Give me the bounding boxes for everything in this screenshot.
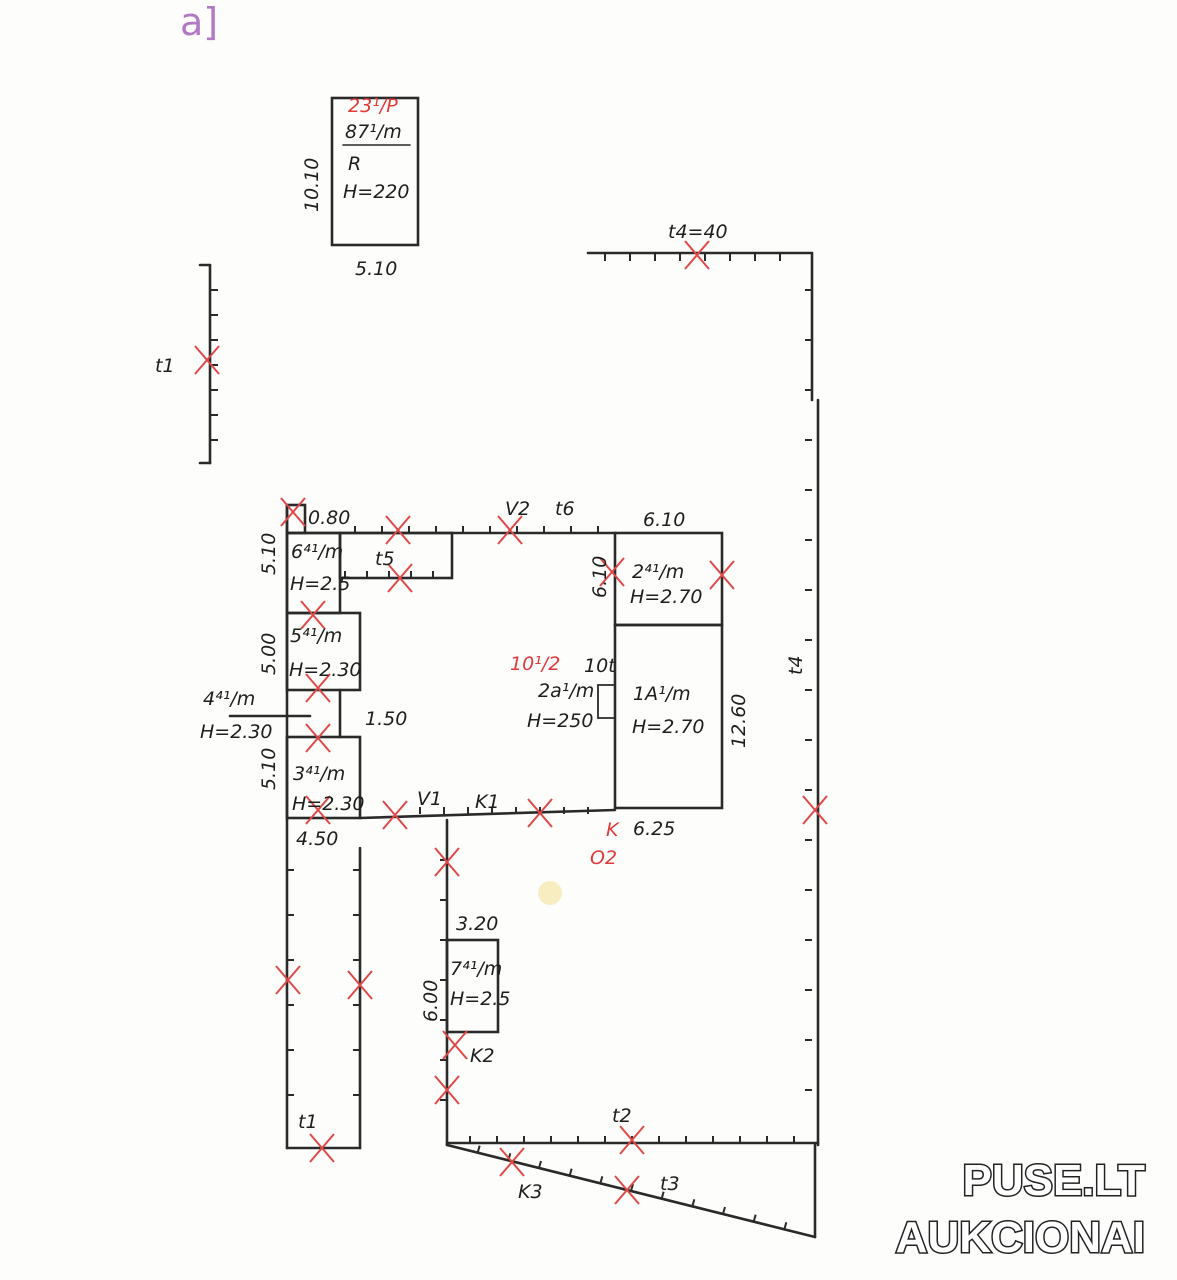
red-x-marker: [434, 1075, 460, 1105]
dim-5-00: 5.00: [258, 633, 280, 675]
fence-tick: [599, 1176, 604, 1184]
label-t1: t1: [155, 355, 175, 377]
dim-5-10-a: 5.10: [258, 533, 280, 575]
dim-6-00: 6.00: [420, 980, 442, 1022]
red-mark-o2: O2: [590, 847, 617, 869]
red-x-marker: [280, 497, 306, 527]
red-x-marker: [385, 515, 411, 545]
fence-tick: [568, 1168, 573, 1176]
room-5-unit: 5⁴¹/m: [290, 625, 342, 647]
room-2a-height: H=250: [527, 710, 593, 732]
label-t2: t2: [612, 1105, 632, 1127]
fence-lines: [198, 251, 820, 1239]
watermark-line1: PUSE.LT: [962, 1156, 1145, 1205]
room-4-height: H=2.30: [200, 721, 273, 743]
red-x-marker: [527, 798, 553, 828]
fence-tick: [476, 1145, 481, 1153]
room-2-height: H=2.70: [630, 586, 703, 608]
label-t6: t6: [555, 498, 575, 520]
label-t3: t3: [660, 1173, 680, 1195]
room-4-unit: 4⁴¹/m: [203, 688, 255, 710]
red-x-marker: [599, 557, 625, 587]
dim-5-10-b: 5.10: [258, 748, 280, 790]
room-2a-red-note: 10¹/2: [510, 653, 560, 675]
label-t4-top: t4=40: [668, 221, 728, 243]
building-r-width: 5.10: [355, 258, 397, 280]
building-r-unit: 87¹/m: [345, 121, 402, 143]
red-x-marker: [300, 600, 326, 630]
fence-tick: [660, 1191, 665, 1199]
building-r-length: 10.10: [301, 158, 323, 212]
dim-12-60: 12.60: [728, 694, 750, 748]
gate-v1: V1: [417, 788, 442, 810]
gate-k2: K2: [470, 1045, 495, 1067]
fence-tick: [538, 1160, 542, 1169]
fence-tick: [630, 1183, 634, 1192]
red-x-marker: [434, 847, 460, 877]
boundary-markers: [194, 240, 828, 1205]
red-x-marker: [275, 965, 301, 995]
red-x-marker: [305, 673, 331, 703]
label-t5: t5: [375, 548, 395, 570]
room-1a-height: H=2.70: [632, 716, 705, 738]
red-x-marker: [614, 1175, 640, 1205]
dim-1-50: 1.50: [365, 708, 407, 730]
room-1a-unit: 1A¹/m: [633, 683, 691, 705]
red-x-marker: [194, 345, 220, 375]
red-x-marker: [387, 563, 413, 593]
fence-tick: [691, 1199, 696, 1207]
red-x-marker: [802, 795, 828, 825]
fence-tick: [722, 1206, 726, 1215]
dim-6-10-side: 6.10: [589, 556, 611, 598]
stamp-fragment: a]: [180, 0, 218, 44]
building-r: 23¹/P 87¹/m R H=220 10.10 5.10: [301, 95, 420, 280]
room-3-height: H=2.30: [292, 793, 365, 815]
building-r-letter: R: [348, 153, 361, 175]
red-x-marker: [497, 515, 523, 545]
fence-ticks: [210, 253, 812, 1230]
gate-v2: V2: [505, 498, 530, 520]
red-x-marker: [709, 560, 735, 590]
room-2-unit: 2⁴¹/m: [632, 561, 684, 583]
room-6-unit: 6⁴¹/m: [291, 541, 343, 563]
dim-0-80: 0.80: [308, 507, 350, 529]
dim-4-50: 4.50: [296, 828, 338, 850]
room-7-height: H=2.5: [450, 988, 510, 1010]
red-x-marker: [305, 795, 331, 825]
fence-tick: [752, 1214, 757, 1222]
red-x-marker: [347, 970, 373, 1000]
building-r-red-label: 23¹/P: [348, 95, 398, 117]
gate-k1: K1: [475, 791, 500, 813]
label-t4-right: t4: [785, 655, 807, 675]
red-x-marker: [309, 1133, 335, 1163]
red-x-marker: [382, 800, 408, 830]
room-5-height: H=2.30: [289, 659, 362, 681]
red-x-marker: [305, 723, 331, 753]
fence-tick: [783, 1222, 788, 1230]
room-2a-unit: 2a¹/m: [538, 680, 594, 702]
dim-6-25: 6.25: [633, 818, 675, 840]
room-3-unit: 3⁴¹/m: [293, 763, 345, 785]
red-x-marker: [619, 1125, 645, 1155]
room-2a-note: 10t: [584, 655, 617, 677]
gate-k3: K3: [518, 1181, 543, 1203]
red-x-marker: [442, 1030, 468, 1060]
watermark-line2: AUKCIONAI: [896, 1213, 1145, 1262]
label-t1-lower: t1: [298, 1111, 318, 1133]
room-6-height: H=2.5: [290, 573, 350, 595]
red-x-marker: [499, 1147, 525, 1177]
dim-6-10-top: 6.10: [643, 509, 685, 531]
building-r-height: H=220: [343, 181, 409, 203]
room-7-unit: 7⁴¹/m: [450, 958, 502, 980]
red-mark-k: K: [606, 819, 620, 841]
red-x-marker: [684, 240, 710, 270]
stain-spot: [538, 881, 562, 905]
dim-3-20: 3.20: [456, 913, 498, 935]
